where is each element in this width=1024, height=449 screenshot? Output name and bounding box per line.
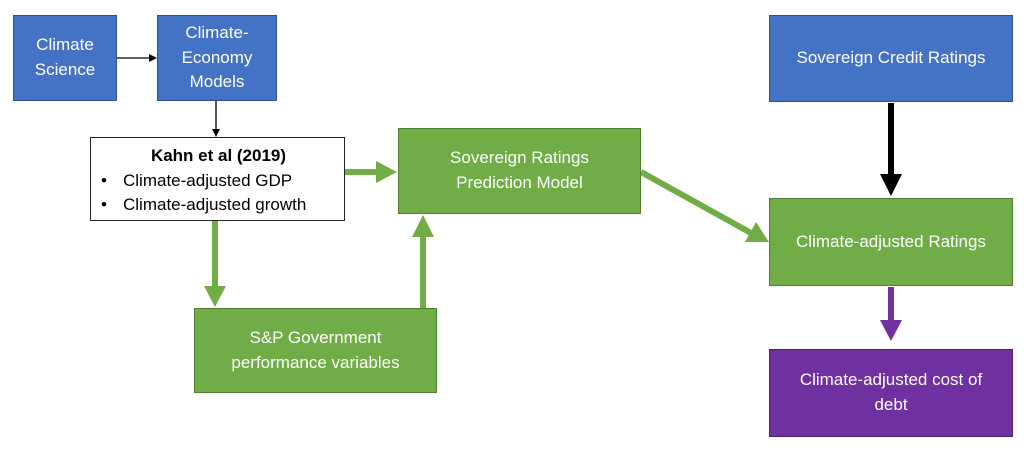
arrow-science-to-models bbox=[117, 54, 157, 62]
arrow-kahn-to-sp bbox=[204, 221, 226, 307]
node-climate-science-label: Climate Science bbox=[34, 35, 96, 79]
node-sovereign-ratings-prediction-label: Sovereign Ratings Prediction Model bbox=[450, 148, 589, 192]
node-climate-economy-models: Climate- Economy Models bbox=[157, 15, 277, 101]
node-sovereign-ratings-prediction-model: Sovereign Ratings Prediction Model bbox=[398, 128, 641, 214]
node-sp-government-variables: S&P Government performance variables bbox=[194, 308, 437, 393]
node-sovereign-credit-ratings: Sovereign Credit Ratings bbox=[769, 15, 1013, 102]
arrow-sp-to-prediction bbox=[412, 215, 434, 308]
node-climate-adjusted-ratings-label: Climate-adjusted Ratings bbox=[796, 231, 986, 251]
arrow-credit-to-adjusted bbox=[880, 103, 902, 196]
node-climate-adjusted-cost-label: Climate-adjusted cost of debt bbox=[799, 370, 983, 414]
kahn-title: Kahn et al (2019) bbox=[150, 146, 287, 165]
node-sp-government-label: S&P Government performance variables bbox=[231, 327, 400, 372]
kahn-bullet-growth: Climate-adjusted growth bbox=[101, 193, 336, 218]
node-climate-adjusted-cost-of-debt: Climate-adjusted cost of debt bbox=[769, 349, 1013, 437]
kahn-bullet-list: Climate-adjusted GDP Climate-adjusted gr… bbox=[101, 169, 336, 218]
node-climate-economy-models-label: Climate- Economy Models bbox=[181, 23, 253, 92]
node-climate-adjusted-ratings: Climate-adjusted Ratings bbox=[769, 198, 1013, 286]
node-kahn-et-al: Kahn et al (2019) Climate-adjusted GDP C… bbox=[90, 137, 345, 221]
kahn-bullet-gdp: Climate-adjusted GDP bbox=[101, 169, 336, 194]
arrow-adjusted-to-cost bbox=[880, 287, 902, 341]
arrow-prediction-to-ratings bbox=[639, 169, 769, 242]
arrow-models-to-kahn bbox=[212, 101, 220, 137]
node-sovereign-credit-ratings-label: Sovereign Credit Ratings bbox=[796, 48, 986, 68]
node-climate-science: Climate Science bbox=[13, 15, 117, 101]
arrow-kahn-to-prediction bbox=[345, 161, 397, 183]
